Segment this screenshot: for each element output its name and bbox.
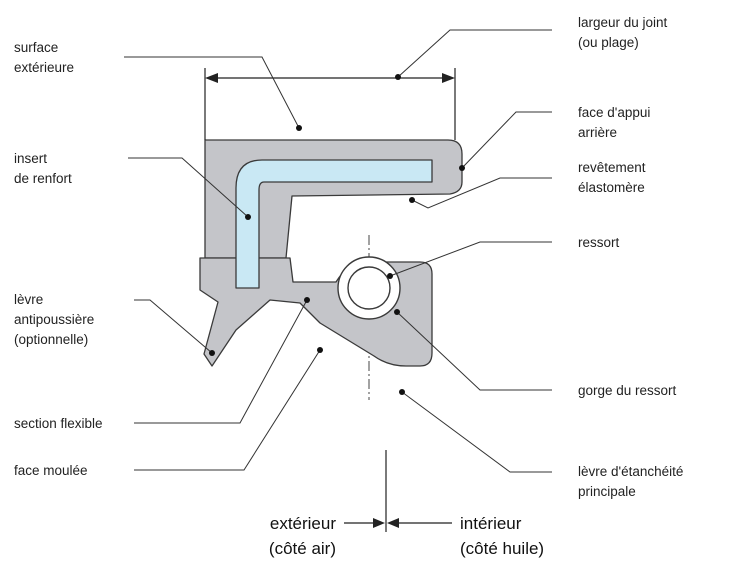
- label-dust-lip-line2: antipoussière: [14, 312, 94, 327]
- leader-surface-exterieure: [124, 56, 300, 129]
- reinforcing-insert: [235, 159, 433, 289]
- leader-levre-antipoussiere: [134, 299, 213, 354]
- callout-dot: [399, 389, 405, 395]
- leader-ressort: [389, 241, 552, 277]
- label-molded-face: face moulée: [14, 463, 88, 478]
- label-main-lip-line2: principale: [578, 484, 636, 499]
- label-dust-lip-line3: (optionnelle): [14, 332, 88, 347]
- label-back-face-line2: arrière: [578, 125, 617, 140]
- label-surface-line1: surface: [14, 40, 58, 55]
- label-surface-line2: extérieure: [14, 60, 74, 75]
- inside-arrowhead: [387, 518, 399, 528]
- leader-levre-principale: [401, 391, 552, 473]
- label-outside-line1: extérieur: [270, 514, 336, 533]
- width-arrow-right: [442, 73, 455, 83]
- garter-spring-core: [347, 266, 391, 310]
- label-back-face-line1: face d'appui: [578, 105, 650, 120]
- leader-largeur: [397, 29, 552, 78]
- callout-dot: [409, 197, 415, 203]
- leader-face-moulee: [134, 349, 321, 471]
- leader-section-flexible: [134, 299, 308, 424]
- width-arrow-left: [205, 73, 218, 83]
- callout-dot: [245, 214, 251, 220]
- leader-revetement: [411, 177, 552, 209]
- label-outside-line2: (côté air): [269, 539, 336, 558]
- label-insert-line1: insert: [14, 151, 47, 166]
- label-flex-section: section flexible: [14, 416, 103, 431]
- label-insert-line2: de renfort: [14, 171, 72, 186]
- callout-dot: [394, 309, 400, 315]
- callout-dot: [387, 273, 393, 279]
- leader-face-appui: [461, 111, 552, 169]
- label-inside-line1: intérieur: [460, 514, 522, 533]
- label-coating-line1: revêtement: [578, 160, 646, 175]
- callout-dot: [209, 350, 215, 356]
- leader-gorge: [396, 311, 552, 391]
- label-coating-line2: élastomère: [578, 180, 645, 195]
- label-width-line2: (ou plage): [578, 35, 639, 50]
- callout-dot: [296, 125, 302, 131]
- label-dust-lip-line1: lèvre: [14, 292, 43, 307]
- leader-insert: [128, 157, 249, 218]
- label-spring-groove: gorge du ressort: [578, 383, 677, 398]
- callout-dot: [459, 165, 465, 171]
- label-main-lip-line1: lèvre d'étanchéité: [578, 464, 683, 479]
- callout-dot: [304, 297, 310, 303]
- callout-dot: [395, 74, 401, 80]
- outside-arrowhead: [373, 518, 385, 528]
- label-width-line1: largeur du joint: [578, 15, 668, 30]
- label-inside-line2: (côté huile): [460, 539, 544, 558]
- callout-dot: [317, 347, 323, 353]
- label-spring: ressort: [578, 235, 620, 250]
